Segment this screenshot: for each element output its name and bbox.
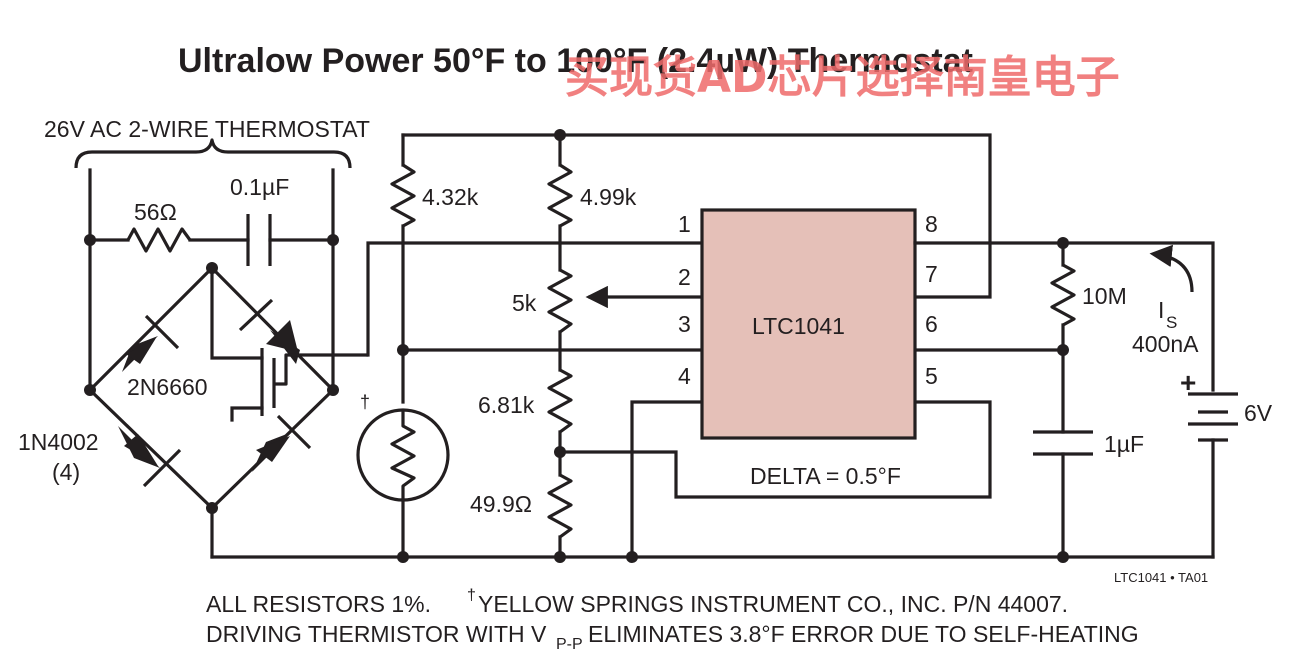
pin7-label: 7 [925,261,938,287]
mosfet-label: 2N6660 [127,374,208,400]
current-value: 400nA [1132,331,1199,357]
battery-6v [1188,392,1238,442]
resistor-10m-label: 10M [1082,283,1127,309]
top-rail [401,133,992,299]
mosfet-2n6660 [260,348,368,416]
pin4-wire [630,400,704,559]
diode-d2 [118,426,182,488]
thermostat-label: 26V AC 2-WIRE THERMOSTAT [44,116,370,142]
pin6-label: 6 [925,311,938,337]
pin4-label: 4 [678,363,691,389]
resistor-49-9ohm [547,473,573,539]
junction-dots [84,129,1069,563]
note-line1-a: ALL RESISTORS 1%. [206,591,431,617]
note-line1-b: YELLOW SPRINGS INSTRUMENT CO., INC. P/N … [478,591,1068,617]
resistor-6-81k [547,368,573,434]
note-line2-a: DRIVING THERMISTOR WITH V [206,621,547,647]
potentiometer-5k [547,268,573,334]
gate-to-pin1-wire [366,241,704,357]
capacitor-1uF [1033,430,1093,456]
thermostat-brace [74,138,352,169]
ic-label: LTC1041 [752,313,845,339]
pin3-label: 3 [678,311,691,337]
resistor-4-32k-label: 4.32k [422,184,479,210]
note-line2-b: ELIMINATES 3.8°F ERROR DUE TO SELF-HEATI… [588,621,1139,647]
current-label-sub: S [1166,313,1177,332]
delta-label: DELTA = 0.5°F [750,463,901,489]
fet-drain-wire [210,266,264,360]
current-arrow [1149,244,1194,293]
resistor-4-32k [390,163,416,228]
capacitor-1uF-label: 1µF [1104,431,1144,457]
watermark-text: 买现货AD芯片选择南皇电子 [565,52,1120,103]
diode-d3 [252,414,312,472]
battery-plus: + [1180,367,1196,398]
diagram-title: Ultralow Power 50°F to 100°F (2.4µW) The… [178,42,973,80]
diode-count-label: (4) [52,459,80,485]
resistor-6-81k-label: 6.81k [478,392,535,418]
pin2-label: 2 [678,264,691,290]
pin8-label: 8 [925,211,938,237]
resistor-49-9ohm-label: 49.9Ω [470,491,532,517]
delta-feedback-wire [558,400,992,499]
resistor-4-99k-label: 4.99k [580,184,637,210]
thermistor [390,410,416,500]
resistor-10m [1050,263,1076,327]
thermistor-dagger: † [360,392,370,412]
note-line1-dagger: † [467,587,476,604]
capacitor-0-1uF-label: 0.1µF [230,174,289,200]
battery-label: 6V [1244,400,1273,426]
pin8-rail [913,241,1215,392]
potentiometer-5k-label: 5k [512,290,537,316]
resistor-4-99k [547,163,573,228]
diode-d1 [122,314,180,372]
resistor-56ohm [126,227,192,253]
fet-source-wire [230,406,264,422]
diode-part-label: 1N4002 [18,429,99,455]
current-label: I [1158,297,1164,323]
figure-id: LTC1041 • TA01 [1114,570,1208,585]
capacitor-0-1uF [246,214,272,266]
ic-ltc1041 [700,208,917,440]
resistor-56ohm-label: 56Ω [134,199,177,225]
fet-arrow [266,320,298,352]
pin5-label: 5 [925,363,938,389]
pin1-label: 1 [678,211,691,237]
note-line2-sub: P-P [556,636,583,653]
